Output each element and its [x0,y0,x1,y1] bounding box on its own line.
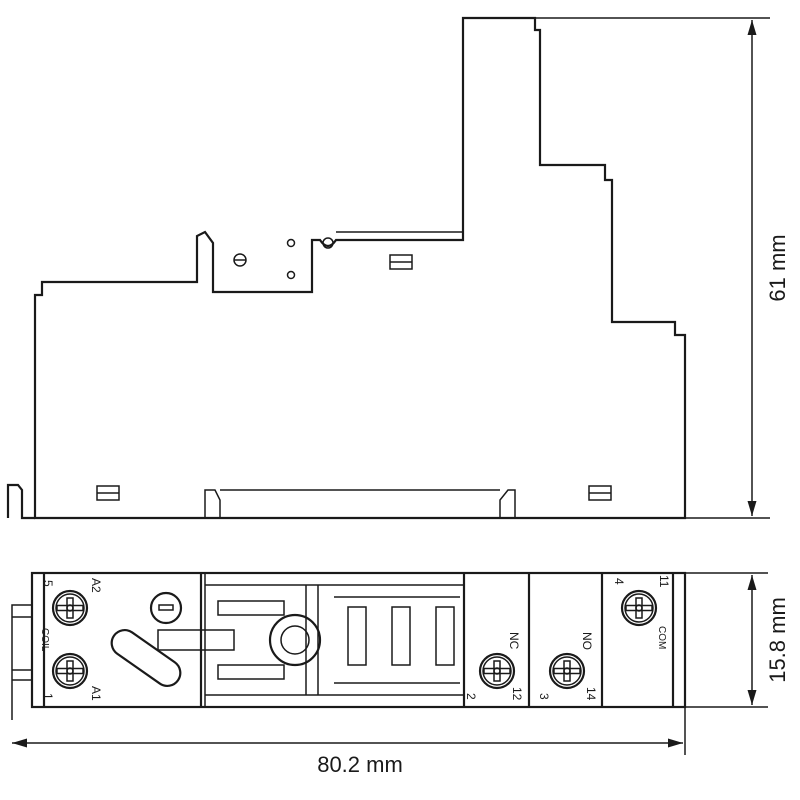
terminal-2: 2 [464,693,478,700]
height-dimension: 61 mm [765,234,790,301]
side-view: 61 mm [6,16,790,520]
terminal-14: 14 [584,687,598,701]
terminal-11: 11 [657,575,671,588]
depth-dimension: 15.8 mm [765,597,790,683]
top-view: 5 A2 COIL 1 A1 NC 2 12 NO 3 14 COM 4 11 … [11,571,790,777]
terminal-labels: 5 A2 COIL 1 A1 NC 2 12 NO 3 14 COM 4 11 [39,575,671,701]
terminal-12: 12 [510,687,524,701]
terminal-4: 4 [612,578,626,585]
terminal-5: 5 [41,580,55,587]
terminal-nc: NC [507,632,521,650]
terminal-no: NO [580,632,594,650]
length-dimension: 80.2 mm [317,752,403,777]
terminal-3: 3 [537,693,551,700]
terminal-com: COM [656,626,667,649]
terminal-a1: A1 [89,686,103,701]
terminal-a2: A2 [89,578,103,593]
terminal-1: 1 [41,693,55,700]
coil-label: COIL [39,628,50,652]
